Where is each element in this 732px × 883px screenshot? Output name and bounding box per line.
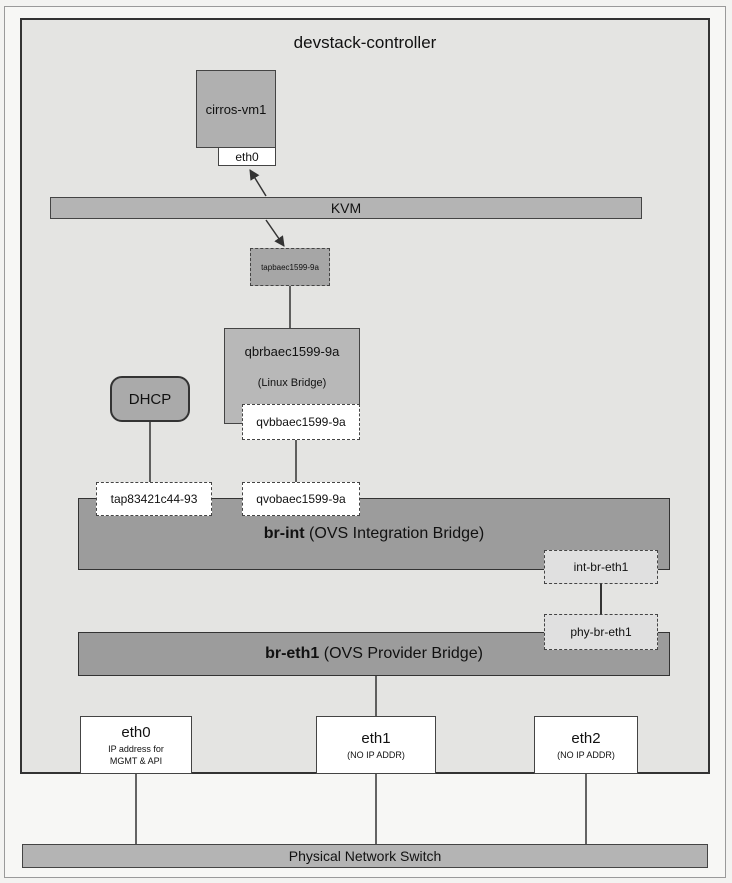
nic-eth0: eth0 IP address for MGMT & API xyxy=(80,716,192,774)
dhcp-box: DHCP xyxy=(110,376,190,422)
nic-eth0-name: eth0 xyxy=(121,723,151,741)
dhcp-tap-port: tap83421c44-93 xyxy=(96,482,212,516)
arrow-vm-kvm xyxy=(249,169,267,197)
br-int-desc: (OVS Integration Bridge) xyxy=(304,525,485,542)
vm-eth0-port: eth0 xyxy=(218,147,276,166)
nic-eth2: eth2 (NO IP ADDR) xyxy=(534,716,638,774)
nic-eth1-name: eth1 xyxy=(361,729,391,747)
nic-eth1-desc: (NO IP ADDR) xyxy=(347,749,405,760)
arrow-kvm-tap xyxy=(265,219,285,247)
nic-eth0-desc-2: MGMT & API xyxy=(109,755,163,766)
linux-bridge-name: qbrbaec1599-9a xyxy=(244,343,340,359)
physical-switch-bar: Physical Network Switch xyxy=(22,844,708,868)
nic-eth0-desc-1: IP address for xyxy=(108,743,164,754)
kvm-bar: KVM xyxy=(50,197,642,219)
diagram-title: devstack-controller xyxy=(293,33,437,52)
tap-device: tapbaec1599-9a xyxy=(250,248,330,286)
nic-eth1: eth1 (NO IP ADDR) xyxy=(316,716,436,774)
int-br-eth1-port: int-br-eth1 xyxy=(544,550,658,584)
linux-bridge-subtitle: (Linux Bridge) xyxy=(257,377,327,389)
qvb-port: qvbbaec1599-9a xyxy=(242,404,360,440)
nic-eth2-name: eth2 xyxy=(571,729,601,747)
nic-eth2-desc: (NO IP ADDR) xyxy=(557,749,615,760)
br-eth1-bridge: br-eth1 (OVS Provider Bridge) xyxy=(78,632,670,676)
br-int-name: br-int xyxy=(263,525,305,542)
phy-br-eth1-port: phy-br-eth1 xyxy=(544,614,658,650)
vm-box: cirros-vm1 xyxy=(196,70,276,148)
br-eth1-name: br-eth1 xyxy=(265,645,320,662)
br-eth1-desc: (OVS Provider Bridge) xyxy=(319,645,483,662)
qvo-port: qvobaec1599-9a xyxy=(242,482,360,516)
